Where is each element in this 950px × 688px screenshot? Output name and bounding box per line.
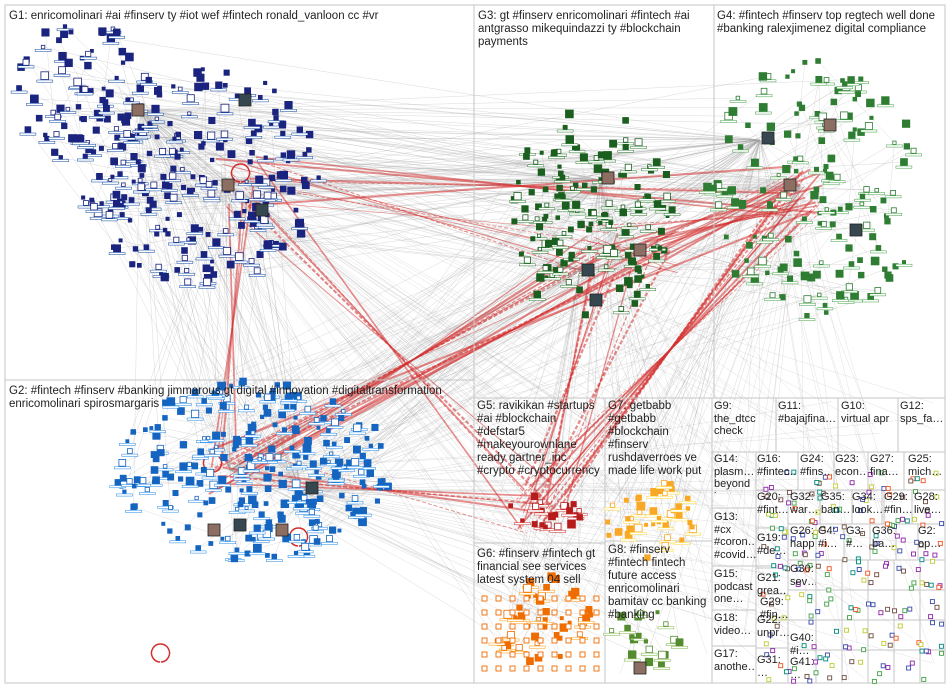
network-graph-canvas: [0, 0, 950, 688]
network-graph: G1: enricomolinari #ai #finserv ty #iot …: [0, 0, 950, 688]
